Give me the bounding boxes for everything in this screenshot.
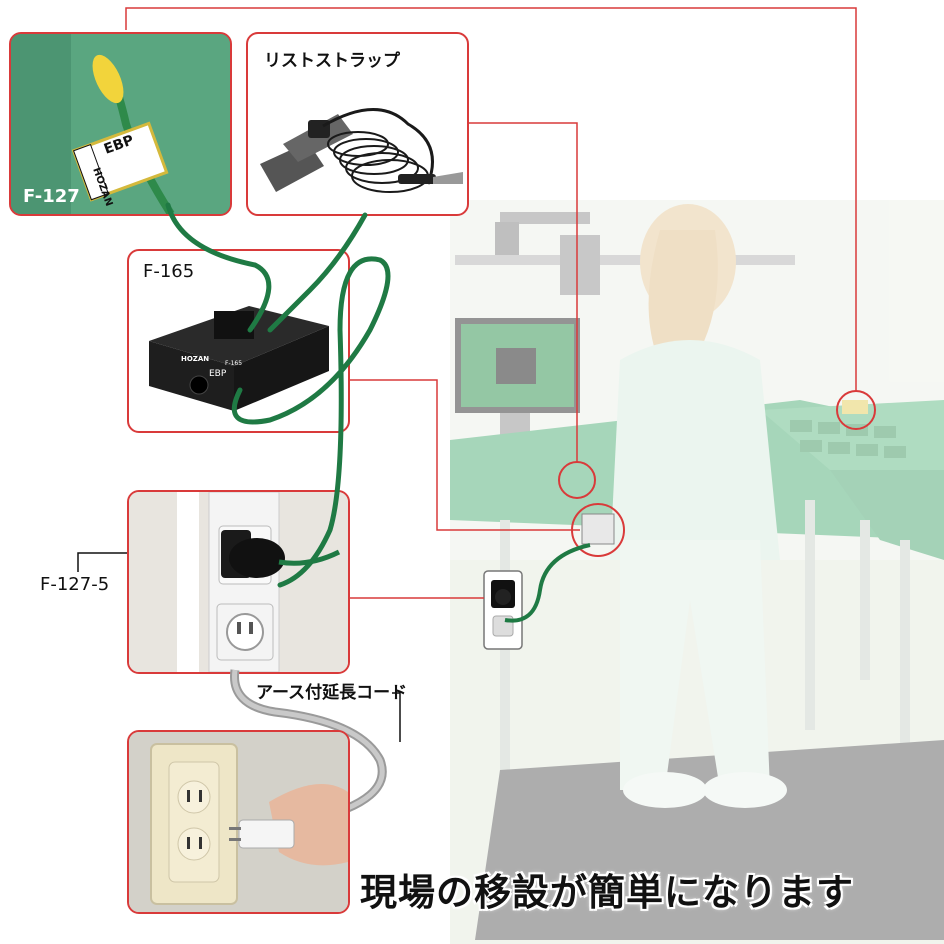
- panel-wall-socket: [127, 730, 350, 914]
- panel-wrist-strap: リストストラップ: [246, 32, 469, 216]
- label-f127-5: F-127-5: [40, 574, 110, 595]
- panel-f127: HOZAN EBP F-127: [9, 32, 232, 216]
- label-f127: F-127: [23, 186, 80, 207]
- wall-socket-illustration: [129, 732, 348, 912]
- ground-clip-illustration: HOZAN EBP: [11, 34, 230, 214]
- callout-circle-bench: [836, 390, 876, 430]
- label-wrist-strap: リストストラップ: [264, 51, 400, 71]
- ground-cord-scene: [504, 543, 591, 623]
- workstation-background: [450, 200, 944, 944]
- callout-circle-jack: [571, 503, 625, 557]
- callout-circle-wrist: [558, 461, 596, 499]
- device-brand: HOZAN: [181, 355, 210, 363]
- headline: 現場の移設が簡単になります: [360, 871, 854, 914]
- wall-outlet-small: [483, 570, 523, 650]
- wrist-strap-illustration: [260, 108, 463, 193]
- device-ebp: EBP: [209, 369, 227, 379]
- callout-lines: [125, 7, 857, 599]
